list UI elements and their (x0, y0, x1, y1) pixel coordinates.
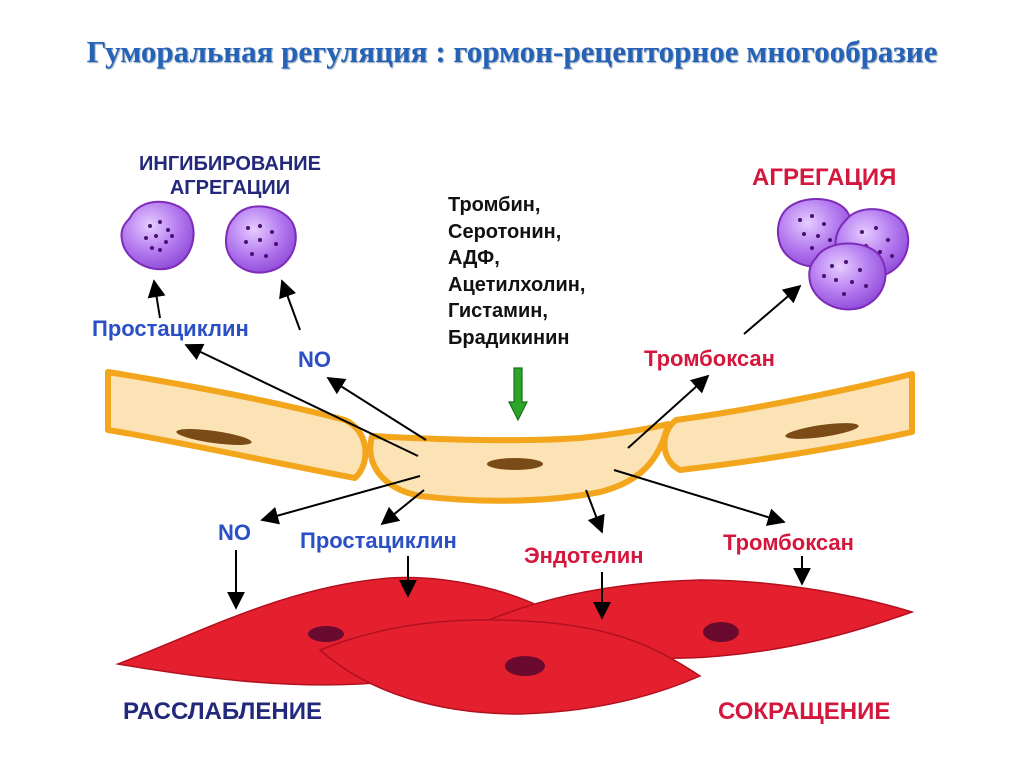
agent-item: Серотонин, (448, 220, 562, 243)
smooth-muscle-layer (115, 576, 915, 715)
prostacyclin-upper-label: Простациклин (92, 316, 249, 341)
platelet (808, 242, 887, 311)
agents-list: Тромбин, Серотонин, АДФ, Ацетилхолин, Ги… (448, 192, 585, 351)
agent-item: Брадикинин (448, 326, 570, 349)
endothelial-nucleus (785, 423, 859, 439)
stimulus-arrow-icon (508, 367, 528, 422)
platelets-aggregated (776, 197, 910, 311)
inhibition-label: ИНГИБИРОВАНИЕ АГРЕГАЦИИ (108, 152, 352, 200)
inhibition-label-line1: ИНГИБИРОВАНИЕ (139, 153, 321, 175)
arrow-to-prostacyclin-lower (380, 489, 425, 526)
arrow-to-thromboxane-lower (613, 469, 786, 526)
arrow-to-thromboxane-upper (627, 374, 710, 449)
aggregation-label: АГРЕГАЦИЯ (752, 164, 897, 191)
relaxation-label: РАССЛАБЛЕНИЕ (123, 698, 322, 725)
endothelin-label: Эндотелин (524, 543, 644, 568)
arrow-to-endothelin (585, 489, 605, 534)
no-upper-label: NO (298, 347, 331, 372)
thromboxane-lower-label: Тромбоксан (723, 530, 854, 555)
endothelial-cell-right (661, 371, 915, 473)
inhibition-label-line2: АГРЕГАЦИИ (169, 177, 291, 199)
muscle-nucleus (308, 626, 344, 642)
arrow-to-prostacyclin-upper (184, 343, 419, 457)
prostacyclin-lower-label: Простациклин (300, 528, 457, 553)
endothelial-cell-left (105, 369, 369, 481)
arrow-to-no-upper (326, 377, 427, 441)
agent-item: Ацетилхолин, (448, 273, 586, 296)
platelets-inhibited (120, 200, 297, 274)
signal-arrows (147, 279, 811, 620)
arrow-to-inhibition-right (279, 279, 301, 331)
arrow-to-no-lower (260, 475, 421, 525)
thromboxane-upper-label: Тромбоксан (644, 346, 775, 371)
agent-item: Тромбин, (448, 194, 541, 216)
contraction-label: СОКРАЩЕНИЕ (718, 698, 891, 725)
endothelial-nucleus (176, 429, 252, 445)
arrow-to-aggregation (743, 284, 802, 335)
endothelial-nucleus (487, 458, 543, 470)
agent-item: Гистамин, (448, 300, 548, 322)
muscle-nucleus (505, 656, 545, 676)
page-title: Гуморальная регуляция : гормон-рецепторн… (86, 34, 938, 69)
agent-item: АДФ, (448, 247, 500, 269)
endothelium-layer (105, 369, 915, 504)
no-lower-label: NO (218, 520, 251, 545)
muscle-nucleus (703, 622, 739, 642)
arrow-to-inhibition-left (147, 279, 166, 319)
